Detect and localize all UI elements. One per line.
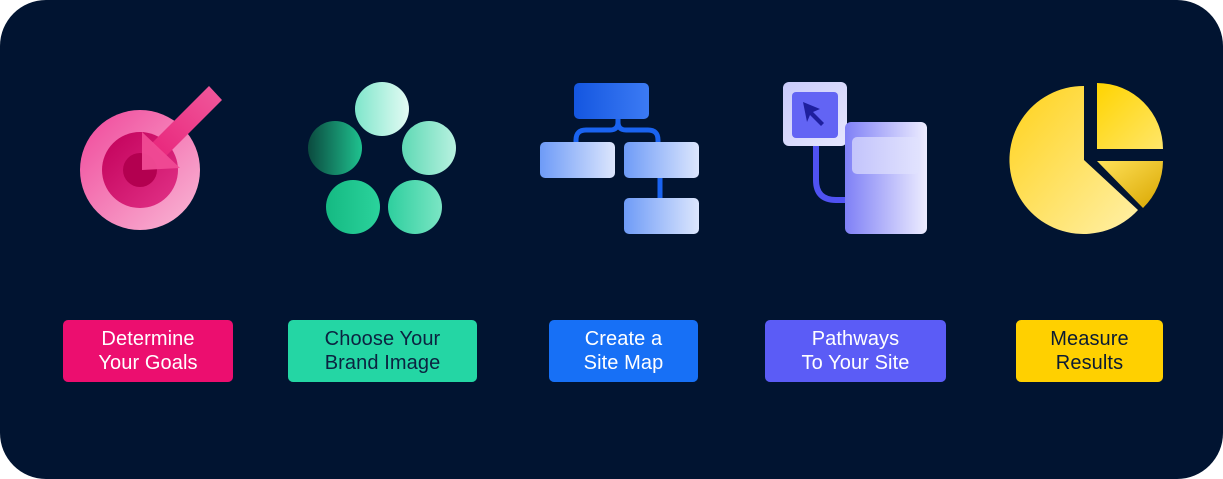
cursor-pathway-icon xyxy=(783,82,927,234)
step-label-pathways: Pathways To Your Site xyxy=(765,320,946,382)
pie-chart-icon xyxy=(1009,83,1163,234)
sitemap-icon xyxy=(540,83,699,234)
step-label-measure-results: Measure Results xyxy=(1016,320,1163,382)
step-label-text: Choose Your Brand Image xyxy=(324,328,441,374)
step-label-text: Create a Site Map xyxy=(583,328,664,374)
step-label-determine-goals: Determine Your Goals xyxy=(63,320,233,382)
five-circles-icon xyxy=(308,82,456,234)
step-label-text: Determine Your Goals xyxy=(98,328,198,374)
step-label-text: Pathways To Your Site xyxy=(801,328,910,374)
step-label-brand-image: Choose Your Brand Image xyxy=(288,320,477,382)
step-label-site-map: Create a Site Map xyxy=(549,320,698,382)
step-label-text: Measure Results xyxy=(1050,328,1129,374)
target-arrow-icon xyxy=(80,86,222,230)
